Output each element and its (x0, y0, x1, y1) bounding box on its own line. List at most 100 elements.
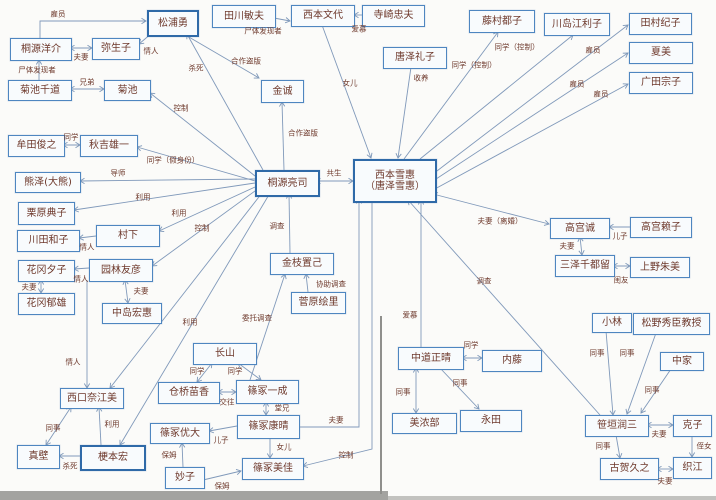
node-shinozuka_yuta: 篠冢优大 (150, 423, 210, 444)
edge-label: 同学（控制） (494, 42, 540, 52)
edge-label: 收养 (413, 73, 429, 83)
edge-label: 交往 (219, 397, 235, 407)
node-koga: 古贺久之 (600, 458, 659, 480)
edge-label: 兄弟 (79, 77, 95, 87)
page-edge-shadow-bottom-right (388, 496, 716, 500)
edge-label: 调查 (269, 221, 285, 231)
node-makabe: 真壁 (17, 445, 60, 469)
node-taeko: 妙子 (165, 467, 205, 489)
node-shinozuka_yasuharu: 篠冢康晴 (237, 415, 300, 439)
edge-label: 雇员 (593, 89, 609, 99)
node-hirota: 广田宗子 (629, 72, 693, 94)
edge-label: 侄女 (696, 441, 712, 451)
edge-line (303, 273, 310, 293)
edge-label: 同学 (227, 366, 243, 376)
node-sasagaki: 笹垣润三 (585, 415, 649, 437)
node-terasaki: 寺崎忠夫 (362, 5, 425, 27)
edge-label: 情人 (65, 357, 81, 367)
edge-label: 堂兄 (274, 403, 290, 413)
edge-label: 情人 (73, 274, 89, 284)
edge-label: 共生 (326, 168, 342, 178)
edge-label: 同事 (395, 387, 411, 397)
node-nagata: 永田 (460, 410, 522, 432)
edge-line (605, 330, 616, 416)
node-hanaoka_ikuo: 花冈郁雄 (18, 293, 75, 315)
edge-label: 同学（控制） (451, 60, 497, 70)
edge-line (73, 265, 90, 272)
edge-line (78, 234, 97, 241)
edge-line (395, 66, 412, 159)
edge-label: 合作盗版 (288, 128, 318, 138)
edge-line (432, 192, 550, 226)
node-nakajima: 中岛宏惠 (102, 303, 162, 324)
edge-label: 保姆 (161, 450, 177, 460)
edge-line (136, 145, 256, 182)
edge-line (158, 186, 256, 233)
edge-label: 儿子 (213, 435, 229, 445)
node-takamiya: 高宫诚 (550, 218, 610, 239)
edge-lines (35, 11, 696, 481)
node-imaeda: 金枝置己 (270, 253, 334, 275)
node-yukiho: 西本雪惠 （唐泽雪惠） (353, 159, 437, 203)
edge-line (432, 24, 629, 175)
edge-label: 爱慕 (402, 310, 418, 320)
node-akiyoshi: 秋吉雄一 (80, 135, 138, 157)
node-matsuura: 松浦勇 (147, 10, 199, 37)
edge-label: 夫妻 (21, 282, 37, 292)
edge-line (208, 425, 238, 434)
node-minobe: 美浓部 (392, 413, 457, 434)
edge-label: 协助调查 (316, 279, 346, 289)
edge-line (179, 442, 186, 468)
node-kurahashi: 仓桥苗香 (158, 382, 220, 404)
node-takamiya_yoriko: 高宫赖子 (630, 217, 692, 238)
node-murashita: 村下 (96, 225, 160, 247)
page-fold-line (380, 316, 382, 494)
node-yayoiko: 弥生子 (92, 38, 140, 60)
edge-label: 利用 (135, 192, 151, 202)
edge-line (419, 34, 574, 160)
edge-line (151, 190, 256, 267)
edge-line (615, 434, 623, 459)
edge-label: 同学（假身份） (146, 155, 200, 165)
edge-line (640, 368, 672, 414)
edge-label: 利用 (182, 317, 198, 327)
edge-line (298, 198, 363, 428)
edge-line (45, 406, 72, 446)
edge-line (432, 52, 629, 182)
node-nishiguchi: 西口奈江美 (60, 388, 124, 409)
edge-label: 情人 (79, 242, 95, 252)
node-nagayama: 长山 (193, 343, 257, 365)
node-matsuno: 松野秀臣教授 (633, 313, 710, 335)
edge-label: 夫妻 (657, 476, 673, 486)
edge-label: 爱慕 (351, 24, 367, 34)
edge-label: 夫妻 (133, 286, 149, 296)
edge-line (181, 32, 260, 79)
edge-line (285, 193, 293, 254)
edge-label: 雇员 (50, 9, 66, 19)
node-nakaya: 中家 (660, 352, 704, 371)
node-ueno: 上野朱美 (630, 257, 690, 278)
edge-label: 委托调查 (242, 313, 272, 323)
edge-line (432, 83, 629, 191)
node-shinozuka_mika: 篠冢美佳 (242, 458, 304, 480)
node-tagawa: 田川敏夫 (212, 5, 276, 28)
node-fujimura: 藤村都子 (469, 10, 535, 33)
node-kawashima: 川岛江利子 (544, 13, 610, 36)
edge-line (237, 362, 262, 381)
node-kobayashi: 小林 (592, 313, 632, 333)
edge-line (96, 406, 103, 446)
edge-label: 同学 (63, 132, 79, 142)
edge-label: 同事 (589, 348, 605, 358)
node-jincheng: 金诚 (261, 80, 304, 103)
edge-line (119, 192, 271, 446)
node-natsumi: 夏美 (629, 42, 693, 64)
node-sonomura: 园林友彦 (89, 259, 153, 282)
node-kumazawa: 熊泽(大熊) (15, 172, 81, 193)
edge-line (196, 362, 213, 383)
edge-label: 尸体发现者 (244, 26, 282, 36)
edge-label: 夫妻 (559, 241, 575, 251)
edge-label: 同事 (619, 348, 635, 358)
edge-line (73, 182, 256, 213)
edge-label: 夫妻（离婚） (477, 216, 523, 226)
